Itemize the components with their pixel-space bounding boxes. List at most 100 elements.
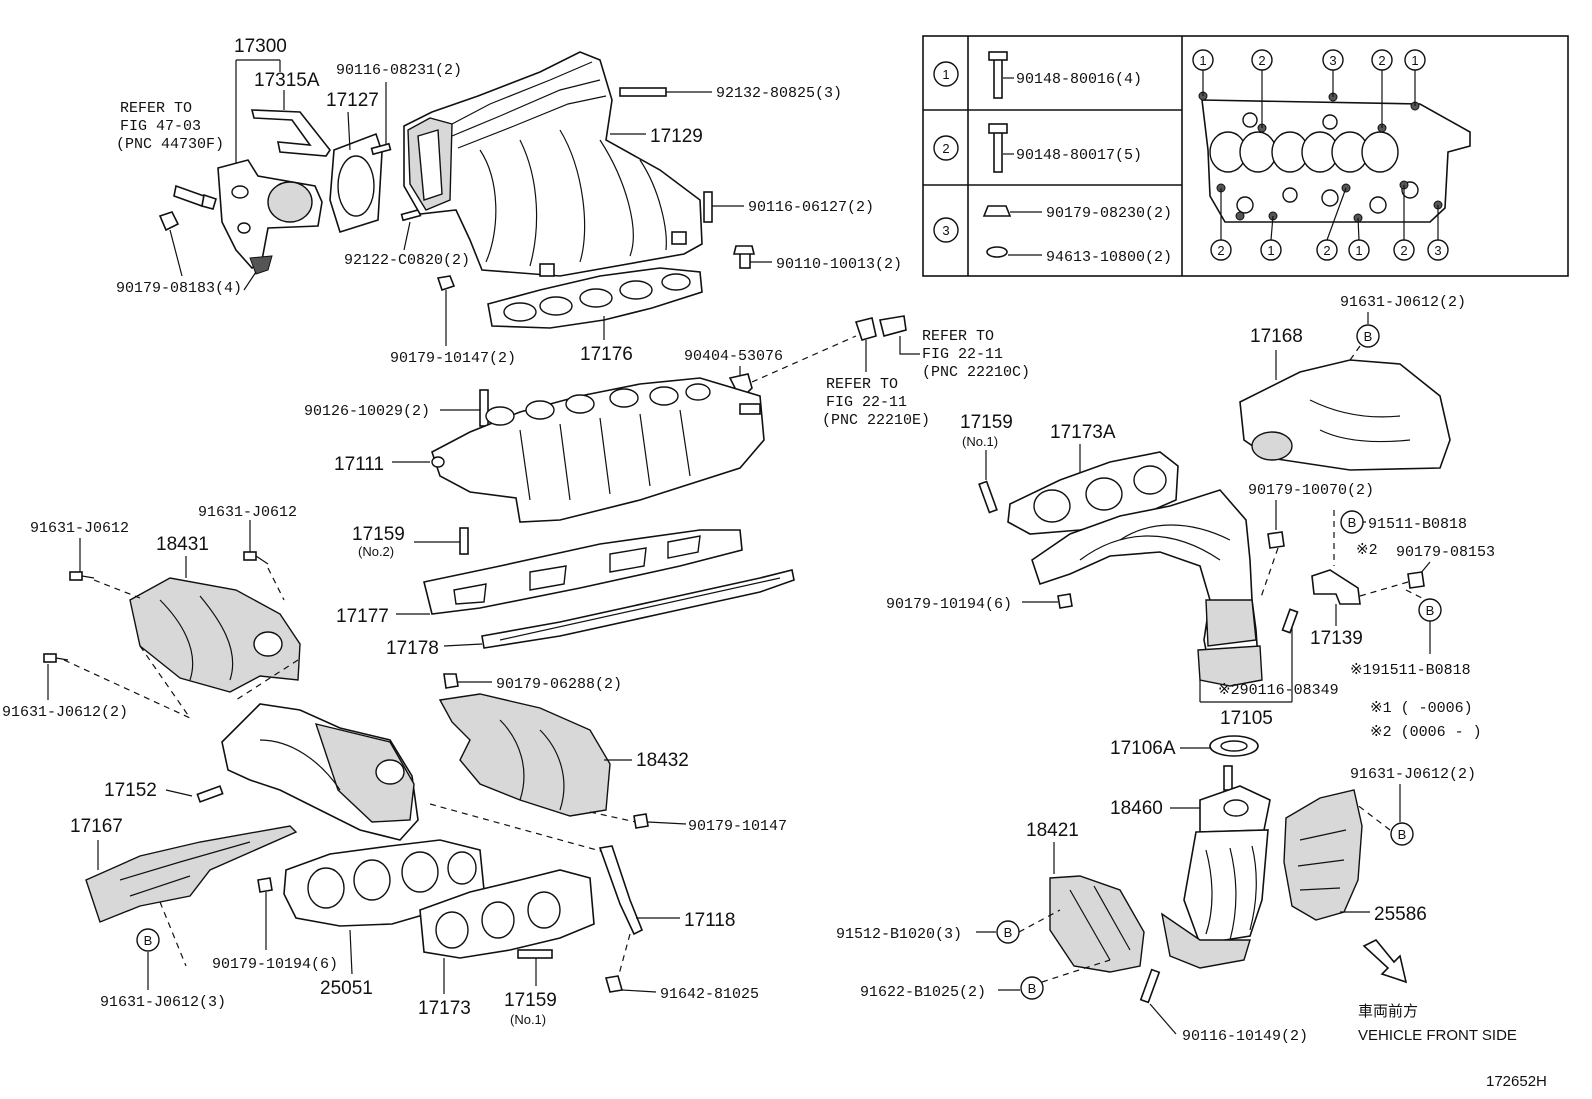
label-90148-80016: 90148-80016(4) [1016,71,1142,88]
svg-text:※2: ※2 [1356,542,1378,559]
label-91512-B1020: 91512-B1020(3) [836,926,962,943]
label-91642-81025: 91642-81025 [660,986,759,1003]
label-90126-10029: 90126-10029(2) [304,403,430,420]
svg-text:3: 3 [1329,53,1336,68]
label-91622-B1025: 91622-B1025(2) [860,984,986,1001]
heat-insulator-18431: 91631-J0612 91631-J0612 18431 91631-J061… [2,504,301,721]
label-91631-J0612-a: 91631-J0612 [30,520,129,537]
label-90110-10013: 90110-10013(2) [776,256,902,273]
vehicle-front-jp: 車両前方 [1358,1003,1418,1020]
label-90179-10194-6a: 90179-10194(6) [212,956,338,973]
svg-text:B: B [1004,925,1013,940]
svg-text:1: 1 [1267,243,1274,258]
label-17176: 17176 [580,344,633,365]
gasket-17178: 17178 [386,569,795,659]
svg-text:REFER TO: REFER TO [120,100,192,117]
stud-17159-no1-right: 17159 (No.1) [960,412,1013,514]
nut-90179-10147-2: 90179-10147(2) [390,275,516,367]
label-25051: 25051 [320,978,373,999]
front-arrow-icon [1362,938,1408,984]
label-17173: 17173 [418,998,471,1019]
label-17159-no1-a: 17159 [504,990,557,1011]
label-90116-10149: 90116-10149(2) [1182,1028,1308,1045]
legend-row-2: 2 90148-80017(5) [933,123,1142,173]
label-90179-10194-6b: 90179-10194(6) [886,596,1012,613]
label-17178: 17178 [386,638,439,659]
heat-insulator-25586: 91631-J0612(2) B 25586 [1283,766,1476,925]
label-92122-C0820: 92122-C0820(2) [344,252,470,269]
label-17139: 17139 [1310,628,1363,649]
svg-text:FIG 22-11: FIG 22-11 [922,346,1003,363]
label-17177: 17177 [336,606,389,627]
label-90179-10147: 90179-10147 [688,818,787,835]
svg-text:B: B [144,933,153,948]
intake-plenum-17129: 17129 [403,51,703,277]
label-92132-80825: 92132-80825(3) [716,85,842,102]
svg-text:(No.2): (No.2) [358,544,394,559]
label-17129: 17129 [650,126,703,147]
svg-text:(PNC 22210E): (PNC 22210E) [822,412,930,429]
bracket-17139: 91511-B0818 B ※2 90179-08153 17139 B ※19… [1310,510,1495,679]
gasket-17173: 17173 [418,869,595,1019]
svg-text:REFER TO: REFER TO [826,376,898,393]
svg-text:2: 2 [942,141,949,156]
legend-row-1: 1 90148-80016(4) [933,51,1142,99]
svg-text:1: 1 [1411,53,1418,68]
heat-insulator-17168: 91631-J0612(2) B 17168 [1239,294,1466,471]
label-17315A: 17315A [254,70,320,91]
ref-circles-top: 1 2 3 2 1 [1192,49,1426,71]
nut-90179-10194-6b: 90179-10194(6) [886,593,1073,613]
label-90116-08349: ※290116-08349 [1218,682,1339,699]
heat-insulator-18421: 18421 91512-B1020(3) B 91622-B1025(2) B [836,820,1145,1001]
svg-text:(PNC 44730F): (PNC 44730F) [116,136,224,153]
svg-text:(No.1): (No.1) [962,434,998,449]
label-17168: 17168 [1250,326,1303,347]
intake-manifold-17111: 17111 [334,377,765,523]
legend-row-3: 3 90179-08230(2) 94613-10800(2) [933,205,1172,266]
heat-shield-17167: 17167 B 91631-J0612(3) [70,816,298,1011]
heat-insulator-18432: 90179-06288(2) 18432 90179-10147 [438,673,787,835]
svg-text:1: 1 [1355,243,1362,258]
bracket-17118: 17118 91642-81025 [598,845,759,1003]
ref-circles-bottom: 2 1 2 1 2 3 [1210,239,1449,261]
label-17159-no1-b: 17159 [960,412,1013,433]
vehicle-front-en: VEHICLE FRONT SIDE [1358,1027,1517,1044]
label-90179-10070: 90179-10070(2) [1248,482,1374,499]
vehicle-front-indicator: 車両前方 VEHICLE FRONT SIDE [1358,938,1517,1044]
gasket-17176: 17176 [487,267,703,365]
svg-text:2: 2 [1217,243,1224,258]
stud-90116-10149: 90116-10149(2) [1139,968,1308,1045]
vacuum-fitting-group: 90404-53076 REFER TO FIG 22-11 (PNC 2221… [684,315,1030,429]
label-17159-no2: 17159 [352,524,405,545]
label-90179-08183: 90179-08183(4) [116,280,242,297]
label-90116-08231: 90116-08231(2) [336,62,462,79]
svg-text:B: B [1426,603,1435,618]
svg-text:B: B [1028,981,1037,996]
bolt-legend-table: 1 90148-80016(4) 2 90148-80017(5) 3 9017… [922,35,1569,277]
svg-text:1: 1 [942,67,949,82]
label-17152: 17152 [104,780,157,801]
label-18432: 18432 [636,750,689,771]
stud-90126-10029: 90126-10029(2) [304,389,489,427]
svg-text:(No.1): (No.1) [510,1012,546,1027]
stud-17159-no2: 17159 (No.2) [352,524,469,559]
converter-18460: 18460 [1110,765,1271,969]
label-17127: 17127 [326,90,379,111]
label-90179-08153: 90179-08153 [1396,544,1495,561]
svg-text:FIG 47-03: FIG 47-03 [120,118,201,135]
svg-text:(PNC 22210C): (PNC 22210C) [922,364,1030,381]
diagram-id: 172652H [1486,1073,1547,1090]
svg-text:3: 3 [942,223,949,238]
exhaust-manifold-17105: 17105 [1031,489,1293,729]
svg-text:2: 2 [1258,53,1265,68]
label-90179-06288: 90179-06288(2) [496,676,622,693]
throttle-body-group: 17300 17315A REFER TO FIG 47-03 (PNC 447… [116,36,331,297]
label-18460: 18460 [1110,798,1163,819]
label-91631-J0612-2b: 91631-J0612(2) [1350,766,1476,783]
label-91631-J0612-3: 91631-J0612(3) [100,994,226,1011]
label-90116-06127: 90116-06127(2) [748,199,874,216]
label-91511-B0818-b: ※191511-B0818 [1350,662,1471,679]
label-25586: 25586 [1374,904,1427,925]
svg-text:B: B [1364,329,1373,344]
label-91511-B0818-a: 91511-B0818 [1368,516,1467,533]
